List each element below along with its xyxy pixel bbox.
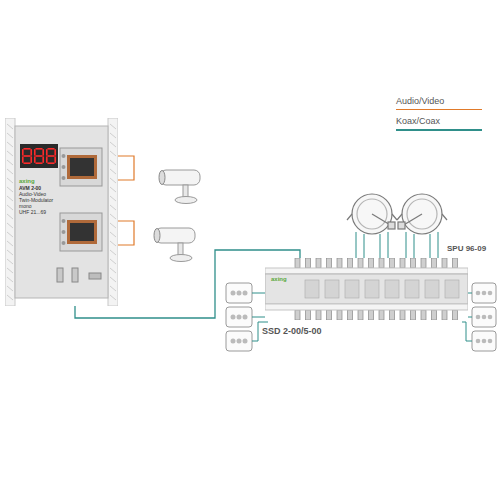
satellite-dish: [347, 194, 397, 234]
brand-name: axing: [271, 276, 301, 283]
camera-icon: [154, 228, 195, 262]
camera-icon: [159, 170, 200, 204]
channel-range: UHF 21...69: [19, 209, 57, 215]
wall-outlet: [226, 283, 252, 351]
legend-row: Audio/Video: [396, 96, 486, 110]
multiswitch-device: axing: [265, 258, 468, 320]
legend-line-sample: [396, 129, 482, 131]
legend-text: Koax/Coax: [396, 116, 486, 127]
legend-text: Audio/Video: [396, 96, 486, 107]
audio-video-wire: [118, 156, 134, 245]
legend-row: Koax/Coax: [396, 116, 486, 130]
coax-cable: [356, 232, 438, 258]
device-description: Audio-Video Twin-Modulator mono: [19, 191, 57, 209]
model-name: AVM 2-00: [19, 185, 57, 191]
brand-name: axing: [19, 178, 57, 185]
wall-outlet: [472, 283, 496, 351]
modulator-device: axingAVM 2-00Audio-Video Twin-Modulator …: [5, 118, 118, 306]
text-column: axing: [271, 276, 301, 283]
multiswitch-housing: [265, 258, 468, 320]
legend: Audio/VideoKoax/Coax: [396, 96, 486, 137]
text-column: axingAVM 2-00Audio-Video Twin-Modulator …: [19, 178, 57, 215]
legend-line-sample: [396, 109, 482, 111]
satellite-dish: [397, 194, 447, 234]
product-label: SSD 2-00/5-00: [262, 326, 322, 336]
product-label: SPU 96-09: [446, 244, 487, 253]
